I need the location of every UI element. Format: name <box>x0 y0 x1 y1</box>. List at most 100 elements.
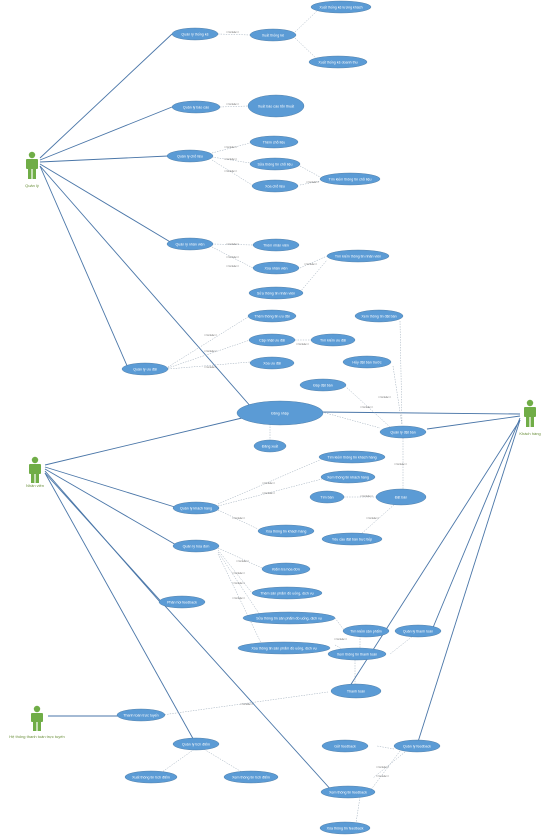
uc-label: Xuất thống kê doanh thu <box>318 60 357 64</box>
use-cases: Quản lý thống kê Xuất thống kê Xuất thốn… <box>116 0 442 835</box>
actor-staff[interactable]: Nhân viên <box>26 456 44 488</box>
uc-xoa-nhan-vien[interactable]: Xóa nhân viên <box>252 261 300 275</box>
uc-yeu-cau-dat-ban[interactable]: Yêu cầu đặt bàn trực tiếp <box>321 532 383 546</box>
include-label: <<include>> <box>232 517 246 520</box>
uc-cap-nhat-uu-dai[interactable]: Cập nhật ưu đãi <box>248 333 296 347</box>
actor-payment-system[interactable]: Hệ thống thanh toán trực tuyến <box>9 705 65 739</box>
uc-quan-ly-feedback[interactable]: Quản lý feedback <box>393 739 441 753</box>
uc-label: Thanh toán <box>347 689 365 693</box>
uc-label: Tìm kiếm ưu đãi <box>320 338 346 342</box>
uc-huy-dat-ban[interactable]: Hủy đặt bàn trước <box>342 355 392 369</box>
uc-gui-feedback[interactable]: Gửi feedback <box>321 739 369 753</box>
uc-label: Quản lý chỗ liệu <box>177 153 203 158</box>
uc-label: Thanh toán trực tuyến <box>123 713 158 717</box>
uc-label: Quản lý ưu đãi <box>133 367 157 371</box>
uc-xem-khach[interactable]: Xem thông tin khách hàng <box>320 470 376 484</box>
uc-label: Xóa thông tin khách hàng <box>266 529 307 533</box>
uc-xuat-tk-luong-khach[interactable]: Xuất thống kê lượng khách <box>310 0 372 14</box>
uc-xem-tich-diem[interactable]: Xem thông tin tích điểm <box>223 770 279 784</box>
uc-tim-kiem-uu-dai[interactable]: Tìm kiếm ưu đãi <box>310 333 356 347</box>
include-label: <<include>> <box>366 517 380 520</box>
uc-label: Sửa thông tin sản phẩm đồ uống, dịch vụ <box>256 616 322 620</box>
uc-quan-ly-nhan-vien[interactable]: Quản lý nhân viên <box>166 237 214 251</box>
include-label: <<include>> <box>378 396 392 399</box>
uc-xoa-khach[interactable]: Xóa thông tin khách hàng <box>257 524 315 538</box>
include-label: <<include>> <box>204 350 218 353</box>
uc-label: Sửa thông tin nhân viên <box>257 291 295 295</box>
uc-label: Xuất thống kê <box>262 33 284 37</box>
uc-quan-ly-cho-lieu[interactable]: Quản lý chỗ liệu <box>166 149 214 163</box>
uc-them-san-pham[interactable]: Thêm sản phẩm đồ uống, dịch vụ <box>251 586 323 600</box>
uc-thanh-toan-truc-tuyen[interactable]: Thanh toán trực tuyến <box>116 708 166 722</box>
uc-phan-hoi-feedback[interactable]: Phản hồi feedback <box>158 595 206 609</box>
uc-quan-ly-tich-diem[interactable]: Quản lý tích điểm <box>172 737 220 751</box>
uc-xuat-bao-cao[interactable]: Xuất báo cáo tổn thuất <box>247 94 305 118</box>
uc-label: Hủy đặt bàn trước <box>352 360 381 364</box>
include-label: <<include>> <box>240 703 254 706</box>
include-label: <<include>> <box>334 638 348 641</box>
include-label: <<include>> <box>204 366 218 369</box>
uc-label: Xóa thông tin feedback <box>327 826 364 830</box>
uc-label: Đăng nhập <box>271 411 289 415</box>
uc-xem-dat-ban[interactable]: Xem thông tin đặt bàn <box>354 309 404 323</box>
uc-tim-kiem-khach[interactable]: Tìm kiếm thông tin khách hàng <box>318 450 386 464</box>
uc-tim-kiem-nhan-vien[interactable]: Tìm kiếm thông tin nhân viên <box>326 249 390 263</box>
uc-xuat-tich-diem[interactable]: Xuất thông tin tích điểm <box>124 770 178 784</box>
uc-tim-ban[interactable]: Tìm bàn <box>309 490 345 504</box>
include-label: <<include>> <box>360 406 374 409</box>
include-label: <<include>> <box>232 572 246 575</box>
uc-xuat-tk-doanh-thu[interactable]: Xuất thống kê doanh thu <box>308 55 368 69</box>
uc-xem-thanh-toan[interactable]: Xem thông tin thanh toán <box>327 647 387 661</box>
uc-dap-dat-ban[interactable]: Đáp đặt bàn <box>299 378 347 392</box>
uc-label: Tìm kiếm thông tin chỗ liệu <box>329 176 372 181</box>
uc-xoa-uu-dai[interactable]: Xóa ưu đãi <box>249 356 295 370</box>
uc-thanh-toan[interactable]: Thanh toán <box>330 683 382 699</box>
uc-label: Thêm chỗ liệu <box>263 139 286 144</box>
include-label: <<include>> <box>226 31 240 34</box>
uc-label: Xuất thông tin tích điểm <box>132 775 170 779</box>
actor-figure-icon <box>524 399 536 427</box>
actor-manager[interactable]: Quản lý <box>25 151 39 188</box>
uc-dang-nhap[interactable]: Đăng nhập <box>236 400 324 426</box>
uc-them-cho-lieu[interactable]: Thêm chỗ liệu <box>249 135 299 149</box>
uc-xem-feedback[interactable]: Xem thông tin feedback <box>320 785 376 799</box>
uc-label: Thêm thông tin ưu đãi <box>254 314 289 318</box>
uc-tim-kiem-san-pham[interactable]: Tìm kiếm sản phẩm <box>342 624 390 638</box>
include-label: <<include>> <box>306 181 320 184</box>
actor-label: Nhân viên <box>26 483 44 488</box>
uc-sua-nhan-vien[interactable]: Sửa thông tin nhân viên <box>248 286 304 300</box>
uc-xoa-san-pham[interactable]: Xóa thông tin sản phẩm đồ uống, dịch vụ <box>237 641 331 655</box>
include-label: <<include>> <box>226 103 240 106</box>
uc-tim-kiem-cho-lieu[interactable]: Tìm kiếm thông tin chỗ liệu <box>319 172 381 186</box>
uc-quan-ly-uu-dai[interactable]: Quản lý ưu đãi <box>121 362 169 376</box>
uc-xuat-thong-ke[interactable]: Xuất thống kê <box>249 28 297 42</box>
include-label: <<include>> <box>360 495 374 498</box>
uc-sua-cho-lieu[interactable]: Sửa thông tin chỗ liệu <box>249 157 301 171</box>
uc-quan-ly-hoa-don[interactable]: Quản lý hóa đơn <box>172 539 220 553</box>
uc-quan-ly-dat-ban[interactable]: Quản lý đặt bàn <box>379 425 427 439</box>
uc-label: Quản lý nhân viên <box>176 242 205 246</box>
uc-quan-ly-thanh-toan[interactable]: Quản lý thanh toán <box>394 624 442 638</box>
uc-them-uu-dai[interactable]: Thêm thông tin ưu đãi <box>247 309 297 323</box>
uc-xoa-feedback[interactable]: Xóa thông tin feedback <box>319 821 371 835</box>
uc-dang-xuat[interactable]: Đăng xuất <box>253 439 287 453</box>
uc-label: Gửi feedback <box>334 744 356 748</box>
uc-label: Quản lý feedback <box>403 744 431 748</box>
actor-figure-icon <box>31 705 43 731</box>
uc-quan-ly-bao-cao[interactable]: Quản lý báo cáo <box>171 100 221 114</box>
uc-dat-ban[interactable]: Đặt bàn <box>375 488 427 506</box>
uc-label: Xem thông tin thanh toán <box>337 652 377 656</box>
uc-sua-san-pham[interactable]: Sửa thông tin sản phẩm đồ uống, dịch vụ <box>242 611 336 625</box>
include-label: <<include>> <box>236 560 250 563</box>
include-label: <<include>> <box>204 334 218 337</box>
uc-label: Xóa nhân viên <box>265 266 288 270</box>
uc-kiem-tra-hoa-don[interactable]: Kiểm tra hóa đơn <box>261 562 311 576</box>
uc-xoa-cho-lieu[interactable]: Xóa chỗ liệu <box>251 179 299 193</box>
uc-them-nhan-vien[interactable]: Thêm nhân viên <box>252 238 300 252</box>
uc-quan-ly-khach-hang[interactable]: Quản lý khách hàng <box>172 501 220 515</box>
uc-quan-ly-thong-ke[interactable]: Quản lý thống kê <box>171 27 219 41</box>
actor-customer[interactable]: Khách hàng <box>519 399 541 436</box>
include-label: <<include>> <box>304 263 318 266</box>
